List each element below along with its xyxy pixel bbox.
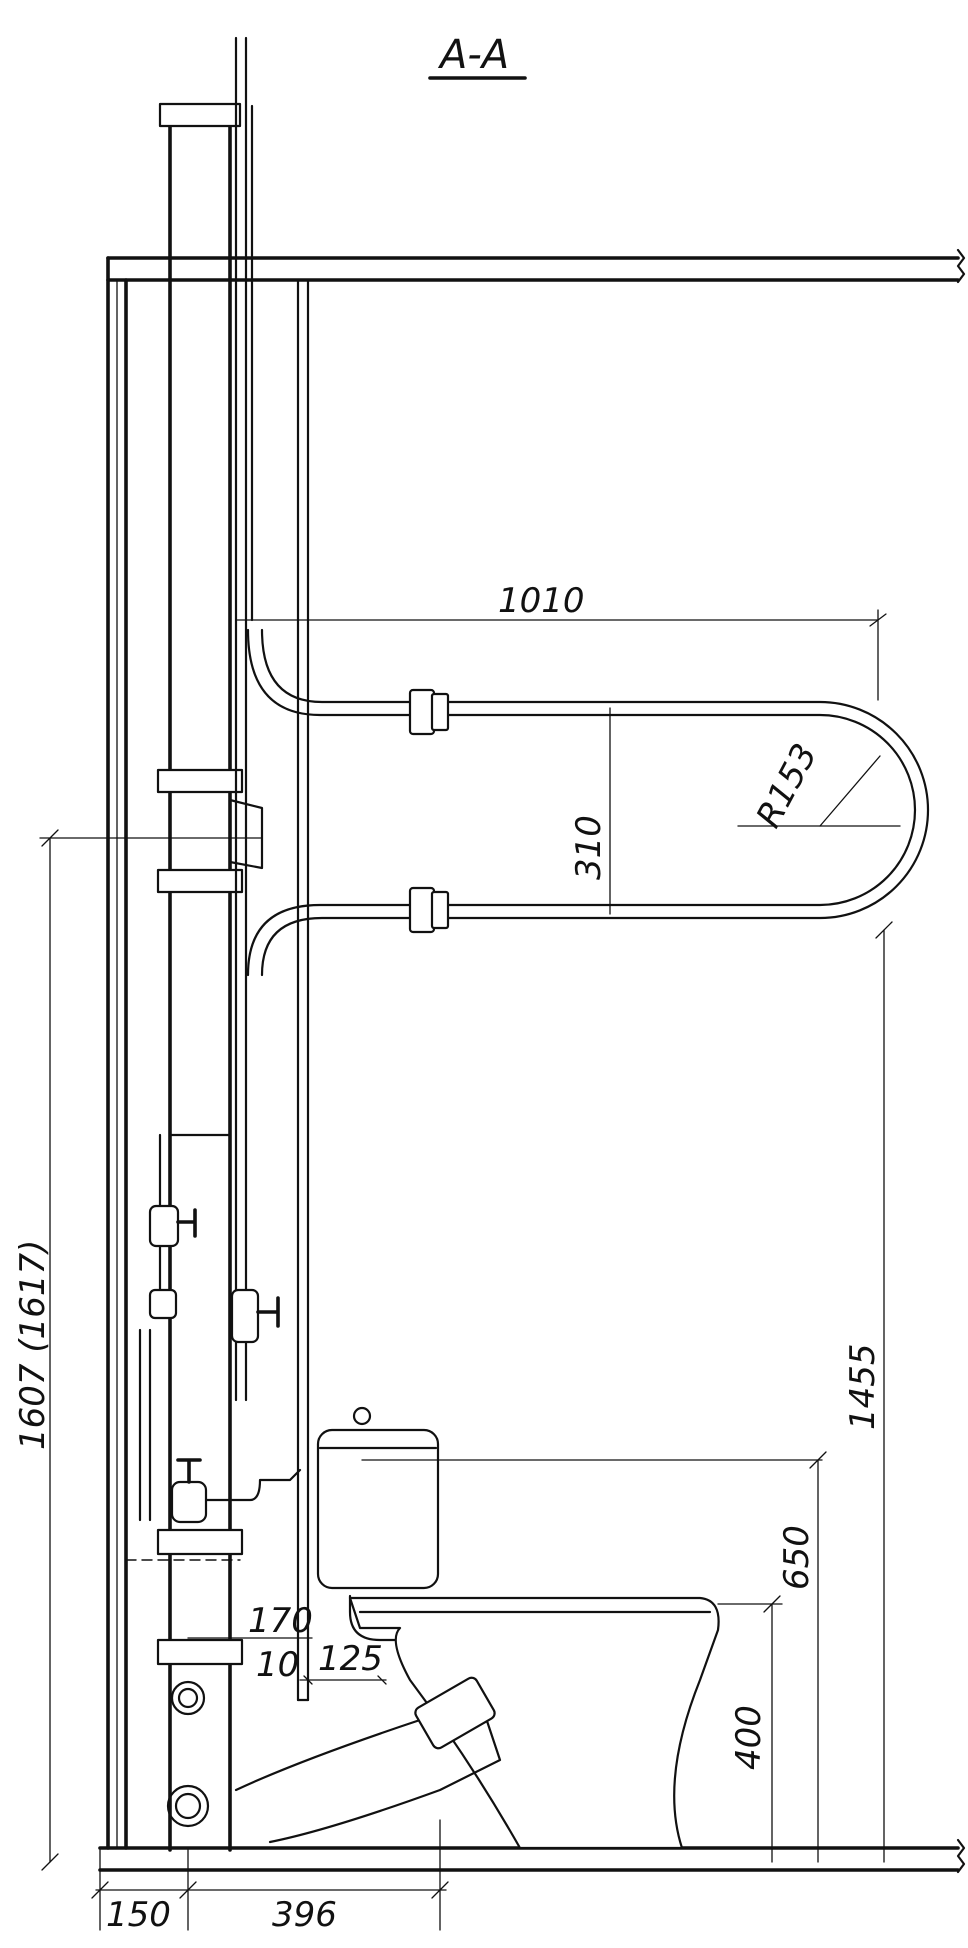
towel-rail-inner <box>260 628 930 977</box>
water-supply-risers <box>125 36 302 1561</box>
toilet-bowl <box>348 1596 720 1850</box>
valve-side-body <box>230 1288 260 1344</box>
dim-396-label: 396 <box>272 1895 337 1935</box>
section-title: A-A <box>428 32 527 80</box>
dim-1010-tick <box>869 613 887 627</box>
cleanout-upper-icon <box>170 1680 206 1716</box>
valve-bottom-handle <box>176 1458 202 1484</box>
coupling-icon <box>148 1288 178 1320</box>
cleanout-lower-inner <box>174 1792 202 1820</box>
cleanout-upper-inner <box>177 1687 199 1709</box>
dim-310-label: 310 <box>569 815 609 880</box>
cleanout-lower-icon <box>166 1784 210 1828</box>
floor-break-mark <box>956 1838 966 1874</box>
outlet-coupling <box>414 1676 496 1750</box>
union-lower-a <box>408 886 436 934</box>
dim-170-label: 170 <box>248 1601 313 1641</box>
riser-socket-1 <box>156 768 244 794</box>
towel-rail-outer <box>246 628 917 977</box>
dim-1607-label: 1607 (1617) <box>13 1240 53 1450</box>
valve-upper-handle <box>176 1208 197 1238</box>
ceiling-break-mark <box>956 248 966 284</box>
union-lower-b <box>430 890 450 930</box>
riser-socket-2 <box>156 868 244 894</box>
dim-125-ticks <box>303 1675 387 1685</box>
radius-leader <box>819 755 881 827</box>
riser-socket-3 <box>156 1528 244 1556</box>
flush-pipe <box>348 1594 442 1642</box>
dim-10-label: 10 <box>256 1645 299 1685</box>
valve-upper-body <box>148 1204 180 1248</box>
supply-branch-lower <box>138 1328 152 1522</box>
riser-top-socket <box>158 102 242 128</box>
section-label: A-A <box>437 32 509 78</box>
valve-bottom-body <box>170 1480 208 1524</box>
dim-1010-label: 1010 <box>498 581 585 621</box>
dim-radius-label: R153 <box>749 737 826 834</box>
dim-125-label: 125 <box>318 1639 383 1679</box>
valve-side-handle <box>256 1296 280 1328</box>
cistern-body <box>316 1428 440 1590</box>
dim-1455-tick <box>875 921 893 939</box>
dim-base-ticks <box>91 1881 449 1899</box>
dim-1455-label: 1455 <box>843 1343 883 1430</box>
dimension-lines <box>39 609 893 1931</box>
union-upper-b <box>430 692 450 732</box>
heated-towel-rail <box>246 628 930 977</box>
toilet-assembly <box>234 1406 720 1850</box>
dim-400-tick <box>763 1595 781 1613</box>
riser-socket-4 <box>156 1638 244 1666</box>
dim-650-label: 650 <box>777 1525 817 1590</box>
dim-1607-ticks <box>41 829 59 1871</box>
cistern-button-icon <box>352 1406 372 1426</box>
dim-400-label: 400 <box>729 1705 769 1770</box>
union-upper-a <box>408 688 436 736</box>
dim-150-label: 150 <box>106 1895 171 1935</box>
dim-650-tick <box>809 1451 827 1469</box>
cistern-supply-pipe <box>204 1468 302 1502</box>
